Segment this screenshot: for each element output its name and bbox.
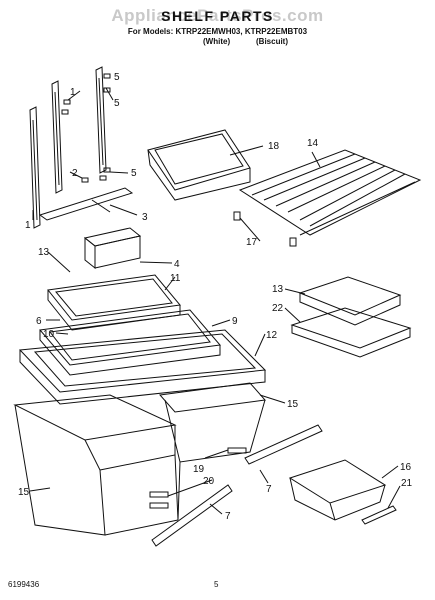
models-line: For Models: KTRP22EMWH03, KTRP22EMBT03: [127, 27, 308, 36]
watermark: AppliancePartsPros.com: [111, 6, 324, 25]
callout-1: 1: [25, 220, 31, 231]
callout-17: 17: [246, 237, 258, 248]
doc-number: 6199436: [8, 580, 40, 589]
part-small-bin: [83, 227, 142, 270]
callout-9: 9: [232, 316, 238, 327]
callout-14: 14: [307, 138, 319, 149]
callout-11: 11: [170, 273, 181, 284]
callout-19: 19: [193, 464, 205, 475]
callout-7: 7: [225, 511, 231, 522]
part-shelf-right: [298, 276, 402, 326]
variant-white: (White): [203, 37, 231, 46]
part-deli-drawer: [147, 129, 251, 201]
part-slide: [149, 447, 247, 509]
part-glass-shelf-lower: [39, 309, 221, 376]
callout-1: 1: [70, 87, 76, 98]
leader-lines: [29, 87, 401, 515]
callout-4: 4: [174, 259, 180, 270]
part-shelf-frame-right: [290, 307, 412, 358]
callout-6: 6: [36, 316, 42, 327]
part-roller-tube: [151, 424, 323, 547]
part-crisper-drawer-left: [13, 394, 179, 536]
variant-biscuit: (Biscuit): [256, 37, 288, 46]
callout-7: 7: [266, 484, 272, 495]
callout-3: 3: [142, 212, 148, 223]
callout-5: 5: [131, 168, 137, 179]
part-shelf-end-cap: [233, 211, 297, 247]
callout-16: 16: [400, 462, 412, 473]
part-screw: [61, 73, 111, 183]
part-crisper-drawer-right: [159, 382, 266, 521]
callout-2: 2: [72, 168, 78, 179]
part-crisper-cover: [18, 329, 267, 405]
part-side-bracket: [29, 66, 107, 229]
part-pan: [288, 459, 387, 521]
callout-21: 21: [401, 478, 413, 489]
callout-15: 15: [18, 487, 30, 498]
callout-12: 12: [266, 330, 278, 341]
page-title: SHELF PARTS: [161, 8, 274, 24]
page-number: 5: [214, 580, 219, 589]
part-wire-shelf: [238, 149, 422, 236]
callout-13: 13: [272, 284, 284, 295]
callout-10: 10: [43, 329, 55, 340]
callout-15: 15: [287, 399, 299, 410]
callout-5: 5: [114, 98, 120, 109]
callout-5: 5: [114, 72, 120, 83]
callout-13: 13: [38, 247, 50, 258]
callout-20: 20: [203, 476, 215, 487]
callout-18: 18: [268, 141, 280, 152]
part-glass-shelf-upper: [47, 274, 181, 331]
callout-22: 22: [272, 303, 284, 314]
part-divider-strip: [361, 505, 397, 525]
part-support-bar: [38, 187, 134, 221]
